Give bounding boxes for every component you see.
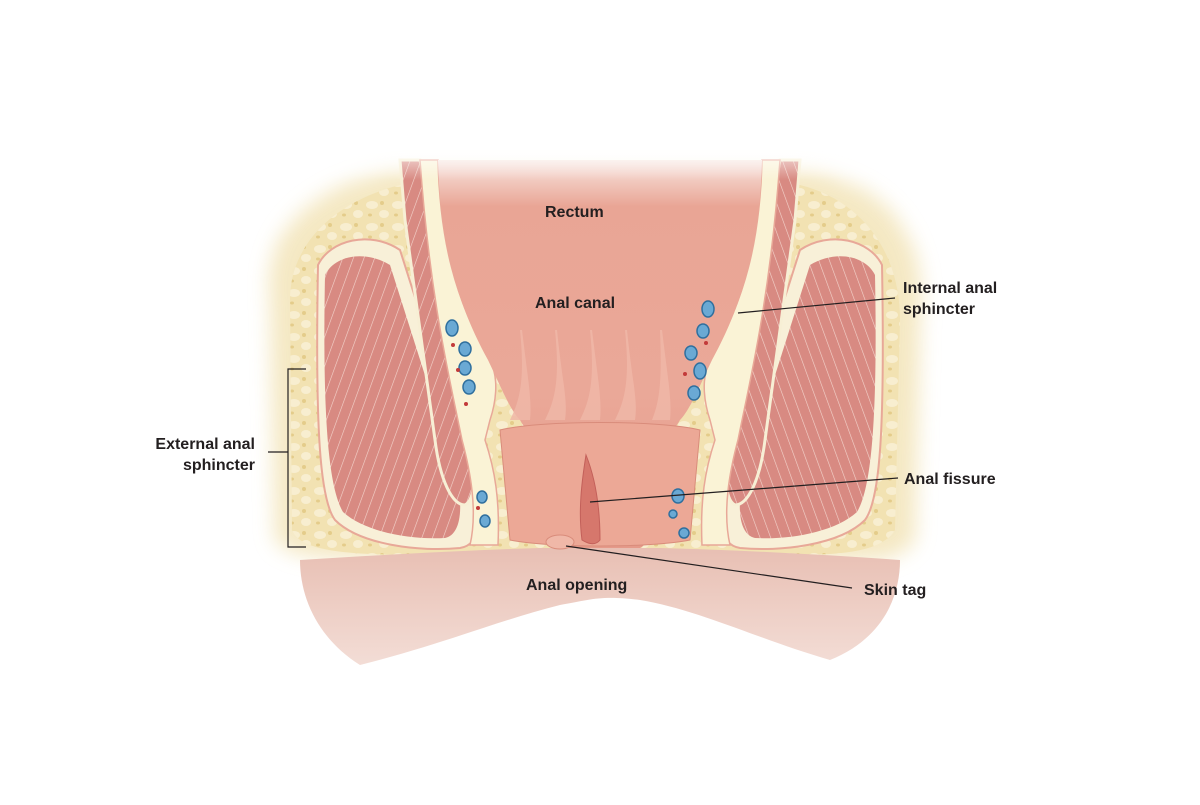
external-sphincter-right <box>720 238 884 551</box>
anal-columns <box>510 330 671 420</box>
internal-sphincter-leader <box>737 297 896 314</box>
external-sphincter-left <box>316 238 480 551</box>
top-fade <box>250 140 950 180</box>
label-skin-tag: Skin tag <box>864 582 927 599</box>
skin-surface <box>300 548 900 665</box>
rectum-lumen <box>438 160 762 548</box>
leader-lines <box>268 297 899 589</box>
label-anal-canal: Anal canal <box>535 295 616 312</box>
anal-fissure-tear <box>579 453 601 545</box>
skin-tag-leader <box>565 545 853 589</box>
label-internal-anal-sphincter: Internal anal sphincter <box>903 280 998 318</box>
label-rectum: Rectum <box>545 204 604 221</box>
veins-right <box>668 300 715 539</box>
skin-tag <box>545 534 575 550</box>
anal-fissure-leader <box>589 477 899 503</box>
external-sphincter-bracket <box>287 368 306 548</box>
label-external-anal-sphincter: External anal sphincter <box>155 436 255 474</box>
veins-left <box>445 319 491 528</box>
label-anal-fissure: Anal fissure <box>904 471 996 488</box>
label-anal-opening: Anal opening <box>526 577 628 594</box>
